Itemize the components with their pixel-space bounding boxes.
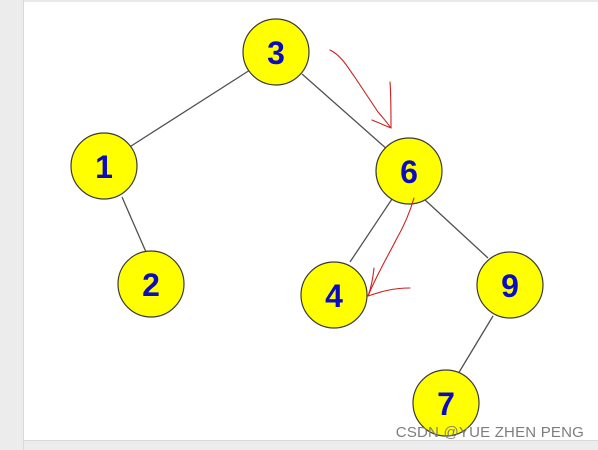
tree-node: 9 (476, 251, 544, 319)
node-6-circle (375, 137, 443, 205)
tree-node: 7 (412, 369, 480, 437)
annotation-arrowhead-6-to-4-b (367, 287, 411, 297)
tree-node: 1 (70, 132, 138, 200)
node-7-circle (412, 369, 480, 437)
edge-6-9 (423, 198, 489, 259)
annotation-arrowhead-6-to-4-a (367, 267, 375, 297)
node-3-circle (242, 18, 310, 86)
node-3-label: 3 (267, 35, 285, 71)
node-2-label: 2 (142, 267, 160, 303)
edge-6-4 (349, 198, 393, 263)
annotation-arrow-6-to-4 (367, 197, 415, 297)
annotation-arrow-3-to-6 (329, 49, 391, 128)
left-margin-strip (0, 0, 24, 450)
annotation-arrowhead-3-to-6-b (371, 119, 392, 129)
node-9-label: 9 (501, 268, 519, 304)
node-9-circle (476, 251, 544, 319)
node-1-label: 1 (95, 149, 113, 185)
node-4-circle (300, 261, 368, 329)
node-7-label: 7 (437, 386, 455, 422)
watermark-text: CSDN @YUE ZHEN PENG (395, 424, 584, 441)
node-6-label: 6 (400, 154, 418, 190)
top-border (24, 0, 598, 2)
node-1-circle (70, 132, 138, 200)
bottom-margin-strip (24, 440, 598, 450)
tree-node: 6 (375, 137, 443, 205)
tree-node: 4 (300, 261, 368, 329)
edge-1-2 (121, 196, 147, 253)
edge-3-1 (127, 69, 251, 149)
edge-3-6 (301, 73, 389, 151)
tree-node: 2 (117, 250, 185, 318)
edge-9-7 (457, 315, 494, 375)
tree-node: 3 (242, 18, 310, 86)
node-4-label: 4 (325, 278, 343, 314)
annotation-arrowhead-3-to-6-a (389, 81, 392, 129)
node-2-circle (117, 250, 185, 318)
